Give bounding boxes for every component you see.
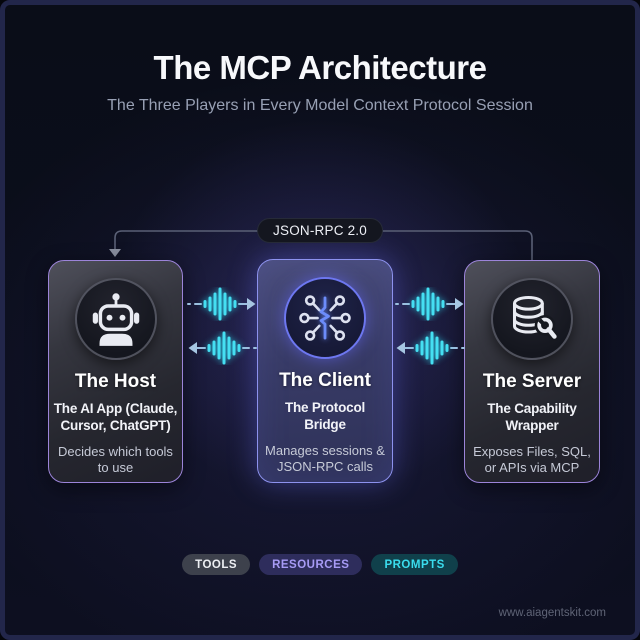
client-title: The Client: [279, 370, 371, 391]
robot-icon: [92, 293, 139, 346]
card-client: The Client The Protocol Bridge Manages s…: [257, 259, 393, 483]
server-subtitle: The Capability Wrapper: [487, 401, 577, 434]
arrow-right-icon: [247, 298, 256, 310]
host-title: The Host: [74, 371, 157, 392]
badge-resources: RESOURCES: [259, 554, 363, 575]
network-hub-icon: [299, 295, 351, 341]
server-description: Exposes Files, SQL, or APIs via MCP: [473, 443, 591, 476]
host-to-client-arrow: [187, 287, 256, 321]
client-to-server-arrow: [395, 287, 464, 321]
wrench-icon: [534, 314, 558, 341]
arrow-left-icon: [396, 342, 405, 354]
page-title: The MCP Architecture: [153, 49, 487, 86]
audio-waveform-icon: [415, 331, 449, 365]
host-description: Decides which tools to use: [58, 443, 173, 476]
host-subtitle: The AI App (Claude, Cursor, ChatGPT): [53, 401, 178, 434]
server-to-client-arrow: [396, 331, 465, 365]
server-icon-circle: [491, 278, 573, 360]
audio-waveform-icon: [411, 287, 445, 321]
card-server: The Server The Capability Wrapper Expose…: [464, 260, 600, 483]
primitive-badges-row: TOOLS RESOURCES PROMPTS: [5, 554, 635, 575]
database-wrench-icon: [512, 295, 558, 341]
client-to-host-arrow: [188, 331, 257, 365]
arrow-right-icon: [455, 298, 464, 310]
arrow-down-icon: [109, 249, 121, 257]
audio-waveform-icon: [207, 331, 241, 365]
watermark: www.aiagentskit.com: [498, 607, 606, 619]
card-host: The Host The AI App (Claude, Cursor, Cha…: [48, 260, 183, 483]
audio-waveform-icon: [203, 287, 237, 321]
page-subtitle: The Three Players in Every Model Context…: [107, 97, 533, 114]
json-rpc-badge: JSON-RPC 2.0: [257, 218, 383, 243]
client-icon-circle: [284, 277, 366, 359]
server-title: The Server: [482, 371, 582, 392]
badge-prompts: PROMPTS: [371, 554, 458, 575]
host-icon-circle: [74, 278, 157, 360]
badge-tools: TOOLS: [182, 554, 251, 575]
arrow-left-icon: [188, 342, 197, 354]
client-description: Manages sessions & JSON-RPC calls: [265, 442, 385, 475]
client-subtitle: The Protocol Bridge: [284, 400, 366, 433]
